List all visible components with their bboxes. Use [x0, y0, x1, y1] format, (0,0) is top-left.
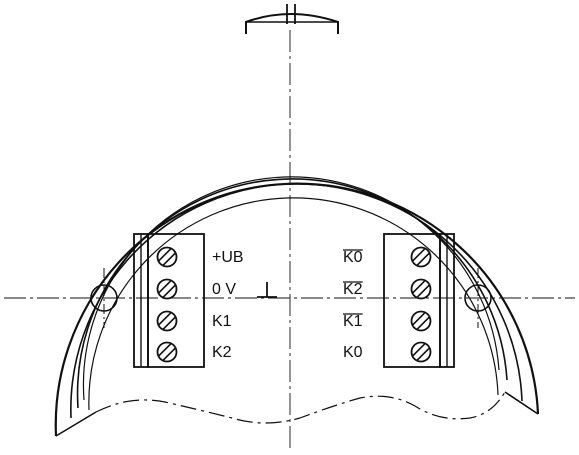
- right-terminal-screw-slot: [412, 248, 426, 262]
- right-terminal-screw: [410, 246, 432, 268]
- left-terminal-screw: [156, 278, 178, 300]
- inner-chamber-edge: [88, 197, 499, 411]
- mounting-holes: [90, 268, 492, 328]
- right-label-k0-bar: K0: [343, 249, 363, 266]
- right-label-k2-bar: K2: [343, 281, 363, 298]
- left-label-k1: K1: [212, 313, 232, 330]
- right-terminal-screw: [410, 278, 432, 300]
- left-label-ub: +UB: [212, 249, 244, 266]
- left-terminal-screw-slot: [162, 316, 176, 330]
- left-terminal-screw-slot: [162, 252, 176, 266]
- right-label-k0: K0: [343, 344, 363, 361]
- left-screws: [156, 246, 178, 363]
- left-terminal-block: +UB 0 V K1 K2: [133, 233, 277, 368]
- right-terminal-screw-slot: [416, 284, 430, 298]
- right-terminal-screw: [410, 310, 432, 332]
- inner-wall-inner: [82, 176, 500, 401]
- ground-symbol: [257, 282, 277, 298]
- right-terminal-screw-slot: [412, 343, 426, 357]
- outer-ring: [54, 182, 540, 437]
- right-terminal-screw: [410, 341, 432, 363]
- left-terminal-screw: [156, 246, 178, 268]
- top-screw: [245, 4, 339, 34]
- right-terminal-screw-slot: [416, 252, 430, 266]
- center-lines: [4, 30, 575, 448]
- right-terminal-screw-slot: [416, 316, 430, 330]
- right-screws: [410, 246, 432, 363]
- left-terminal-screw-slot: [162, 347, 176, 361]
- left-terminal-screw: [156, 310, 178, 332]
- right-terminal-block: K0 K2 K1 K0: [343, 233, 455, 368]
- screw-head: [245, 13, 339, 34]
- left-terminal-screw-slot: [162, 284, 176, 298]
- right-terminal-screw-slot: [412, 312, 426, 326]
- right-terminal-screw-slot: [416, 347, 430, 361]
- ring-break-left: [55, 411, 97, 437]
- right-overlines: [343, 249, 363, 315]
- left-label-0v: 0 V: [212, 281, 236, 298]
- left-terminal-screw-slot: [158, 248, 172, 262]
- left-terminal-screw-slot: [158, 280, 172, 294]
- break-line: [95, 391, 506, 424]
- housing-rings: [54, 176, 540, 437]
- right-terminal-screw-slot: [412, 280, 426, 294]
- left-block-body: [147, 233, 205, 368]
- left-terminal-screw-slot: [158, 343, 172, 357]
- right-label-k1-bar: K1: [343, 313, 363, 330]
- left-terminal-screw: [156, 341, 178, 363]
- inner-wall-outer: [76, 178, 508, 409]
- left-label-k2: K2: [212, 344, 232, 361]
- ring-break-right: [504, 391, 539, 415]
- left-terminal-screw-slot: [158, 312, 172, 326]
